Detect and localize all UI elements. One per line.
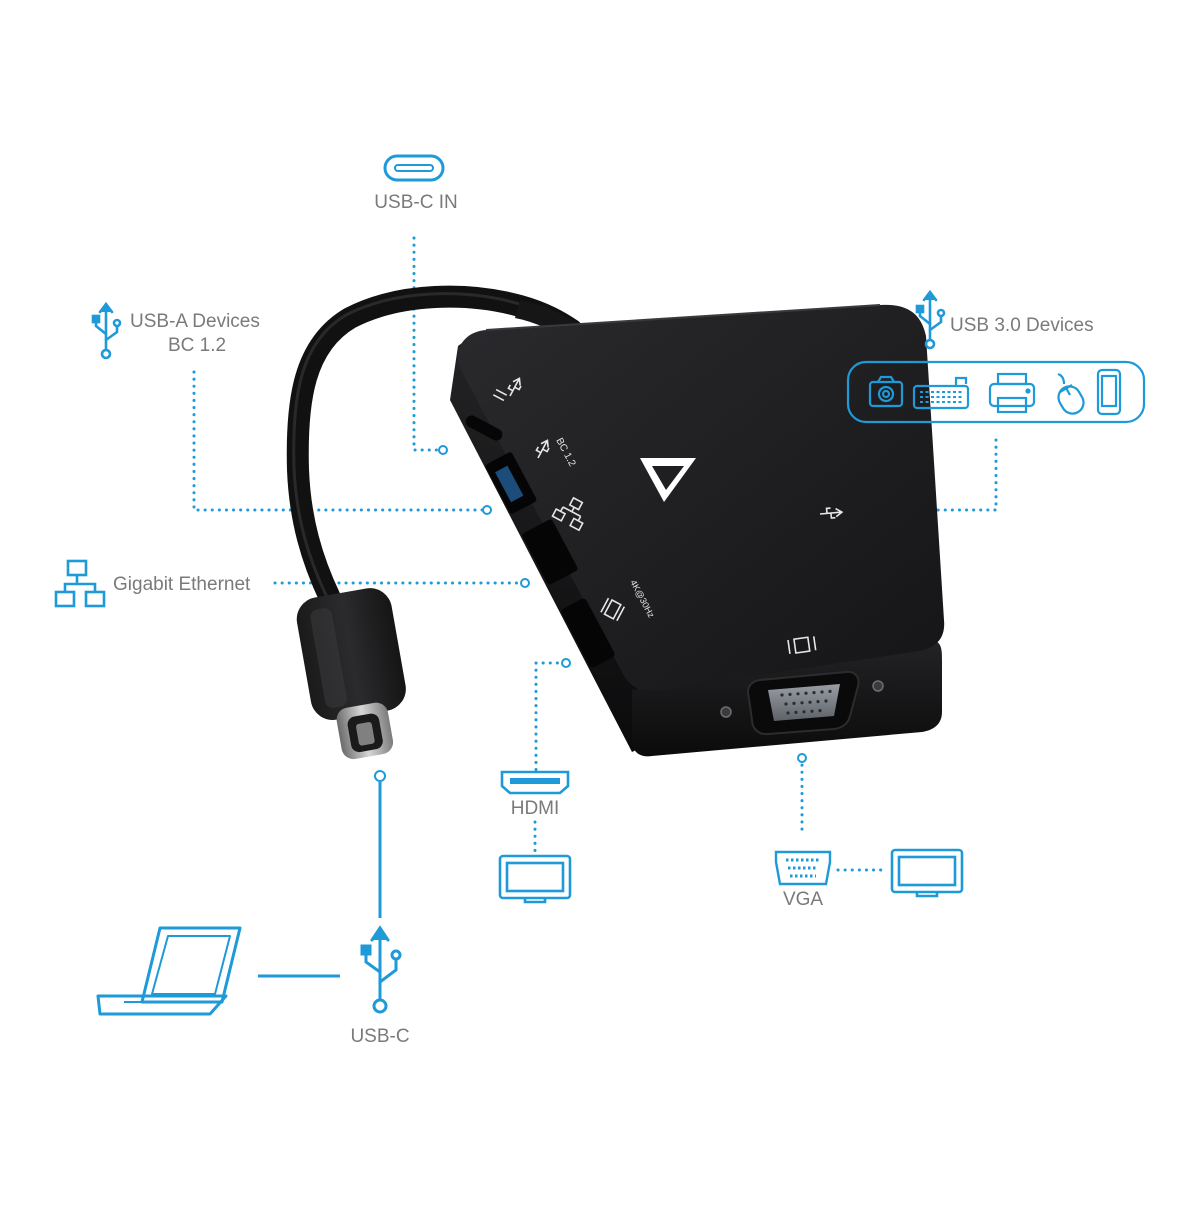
- label-usba-bc12: BC 1.2: [168, 335, 227, 356]
- printer-icon: [988, 372, 1036, 414]
- line-hdmi: [534, 661, 565, 772]
- laptop-icon: [96, 926, 242, 1016]
- usbc-trident-icon: [360, 925, 402, 1014]
- label-usb3-devices: USB 3.0 Devices: [950, 315, 1094, 336]
- label-hdmi: HDMI: [510, 798, 560, 819]
- adapter-body: [450, 300, 945, 757]
- keyboard-icon: [912, 376, 970, 410]
- hdmi-connector-icon: [500, 770, 570, 795]
- mouse-icon: [1057, 372, 1085, 415]
- usb3-trident-icon: [915, 289, 946, 350]
- line-usba: [192, 370, 486, 512]
- usb3-devices-panel: [846, 360, 1146, 424]
- camera-icon: [868, 375, 904, 408]
- usb-trident-icon: [91, 301, 122, 360]
- vga-port: [720, 670, 884, 736]
- line-usb3: [890, 438, 998, 512]
- label-vga: VGA: [782, 889, 824, 910]
- usbc-solid-line: [258, 770, 386, 978]
- label-usba-devices: USB-A Devices: [130, 311, 260, 332]
- label-usbc: USB-C: [350, 1026, 410, 1047]
- hdmi-monitor-icon: [498, 854, 572, 904]
- phone-icon: [1096, 368, 1122, 416]
- label-usbc-in: USB-C IN: [374, 192, 458, 213]
- usb-c-port-icon: [383, 154, 445, 182]
- label-gigabit-ethernet: Gigabit Ethernet: [113, 574, 251, 595]
- vga-connector-icon: [774, 850, 832, 886]
- usb-c-plug: [296, 588, 406, 760]
- adapter-ports-side: [465, 415, 615, 668]
- line-usbc-in: [412, 236, 442, 452]
- network-icon: [54, 559, 106, 608]
- adapter-markings: [492, 377, 844, 654]
- vga-monitor-icon: [890, 848, 964, 898]
